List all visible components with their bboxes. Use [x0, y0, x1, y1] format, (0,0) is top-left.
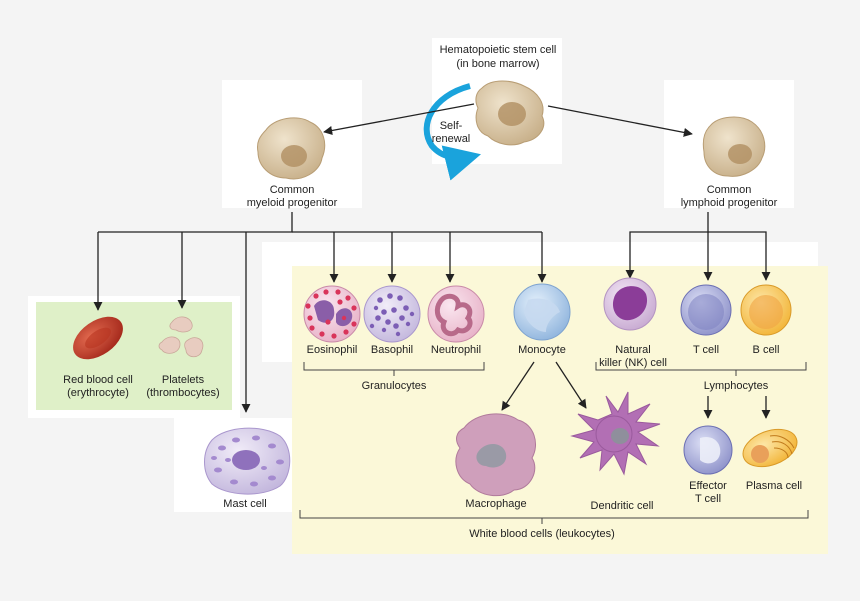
stem-cell-title: Hematopoietic stem cell [439, 44, 557, 56]
platelets-label: Platelets (thrombocytes) [146, 374, 220, 399]
dendritic-cell-icon [570, 391, 661, 476]
lymphoid-progenitor-label: Common lymphoid progenitor [680, 184, 778, 209]
nk-cell-icon [603, 277, 657, 331]
lymphocytes-bracket [595, 362, 807, 371]
dendritic-cell-label: Dendritic cell [590, 500, 654, 512]
neutrophil-icon [427, 285, 485, 343]
red-blood-cell-label: Red blood cell (erythrocyte) [63, 374, 133, 399]
neutrophil-label: Neutrophil [430, 344, 482, 356]
stem-cell-icon [475, 80, 545, 146]
monocyte-label: Monocyte [518, 344, 566, 356]
mast-cell-label: Mast cell [223, 498, 267, 510]
plasma-cell-label: Plasma cell [745, 480, 803, 492]
mast-cell-icon [204, 427, 291, 495]
macrophage-icon [455, 413, 536, 497]
platelets-icon [158, 316, 204, 358]
arrow-to-macrophage [501, 361, 535, 411]
lymphocytes-label: Lymphocytes [703, 380, 769, 392]
rbc-platelet-panel [36, 302, 232, 410]
stem-cell-location: (in bone marrow) [456, 58, 540, 70]
t-cell-label: T cell [692, 344, 720, 356]
myeloid-progenitor-icon [257, 117, 326, 180]
macrophage-label: Macrophage [465, 498, 527, 510]
self-renewal-label: Self- renewal [431, 120, 471, 145]
eosinophil-icon [303, 285, 361, 343]
granulocytes-label: Granulocytes [361, 380, 427, 392]
group-brackets [299, 362, 809, 524]
leukocytes-bracket [299, 510, 809, 519]
monocyte-icon [513, 283, 571, 341]
lineage-arrows [93, 103, 771, 419]
b-cell-icon [740, 284, 792, 336]
eosinophil-label: Eosinophil [306, 344, 358, 356]
red-blood-cell-icon [73, 316, 123, 360]
basophil-label: Basophil [370, 344, 414, 356]
lymphoid-progenitor-icon [702, 116, 766, 177]
nk-cell-label: Natural killer (NK) cell [599, 344, 667, 369]
myeloid-progenitor-label: Common myeloid progenitor [246, 184, 338, 209]
effector-t-cell-label: Effector T cell [689, 480, 727, 505]
white-blood-cells-label: White blood cells (leukocytes) [469, 528, 615, 540]
arrow-to-b-cell [708, 231, 771, 281]
arrow-to-dendritic [555, 361, 587, 409]
b-cell-label: B cell [752, 344, 780, 356]
plasma-cell-icon [742, 428, 798, 468]
self-renewal-arrow [423, 83, 481, 181]
basophil-icon [363, 285, 421, 343]
arrow-to-myeloid [323, 103, 475, 135]
effector-t-cell-icon [683, 425, 733, 475]
t-cell-icon [680, 284, 732, 336]
arrow-to-nk [625, 212, 709, 279]
arrow-to-lymphoid [547, 105, 693, 137]
